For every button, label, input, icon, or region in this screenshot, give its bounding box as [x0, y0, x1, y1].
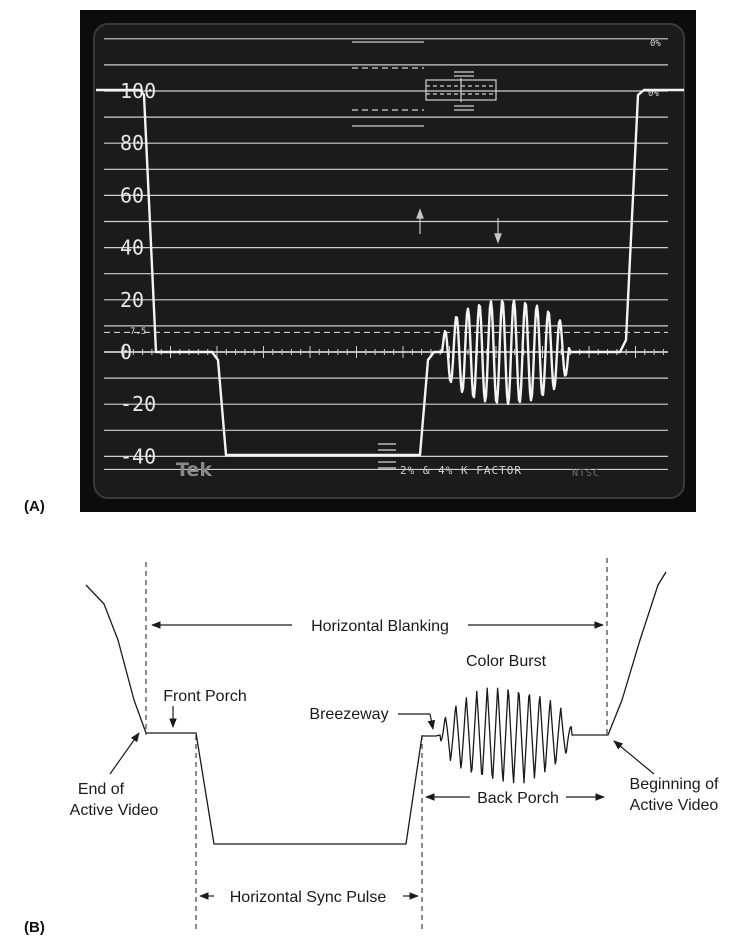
waveform-trace	[96, 88, 684, 457]
color-burst-label: Color Burst	[466, 653, 547, 670]
graticule-top-marks	[352, 41, 497, 127]
ire-scale-label: 40	[120, 236, 144, 260]
mid-corner-label: 0%	[648, 89, 659, 99]
tektronix-logo: Tek	[176, 459, 212, 481]
ire-scale-label: -40	[120, 444, 156, 468]
graticule-bottom-marks	[378, 443, 396, 469]
setup-label: 7.5	[130, 327, 146, 337]
front-porch-label: Front Porch	[163, 688, 247, 705]
ntsc-label: NTSC	[572, 468, 600, 479]
horizontal-blanking-label: Horizontal Blanking	[311, 618, 449, 635]
end-of-active-video-arrow	[109, 732, 140, 775]
top-corner-label: 0%	[650, 39, 661, 49]
back-porch-label: Back Porch	[477, 790, 559, 807]
graticule-arrows	[416, 208, 502, 244]
k-factor-label: 2% & 4% K FACTOR	[400, 464, 522, 477]
ire-scale-label: 0	[120, 340, 132, 364]
end-of-active-video-line1: End of	[78, 781, 125, 798]
horizontal-sync-pulse-label: Horizontal Sync Pulse	[230, 889, 387, 906]
beginning-of-active-video-arrow	[613, 740, 655, 775]
crt-screen	[93, 23, 685, 499]
ire-scale-label: 60	[120, 183, 144, 207]
beginning-of-active-video-line2: Active Video	[630, 797, 719, 814]
beginning-of-active-video-line1: Beginning of	[630, 776, 720, 793]
ire-scale-label: 80	[120, 131, 144, 155]
graticule	[104, 38, 668, 471]
panel-a-label: (A)	[24, 498, 45, 515]
panel-b-label: (B)	[24, 919, 45, 936]
panel-b: Horizontal Blanking Color Burst Front Po…	[70, 558, 719, 930]
dashed-guides	[145, 558, 608, 930]
schematic-waveform	[85, 571, 667, 845]
breezeway-arrow-tip	[427, 713, 436, 730]
ire-scale-label: 20	[120, 288, 144, 312]
breezeway-label: Breezeway	[309, 706, 388, 723]
ire-scale-label: -20	[120, 392, 156, 416]
end-of-active-video-line2: Active Video	[70, 802, 159, 819]
